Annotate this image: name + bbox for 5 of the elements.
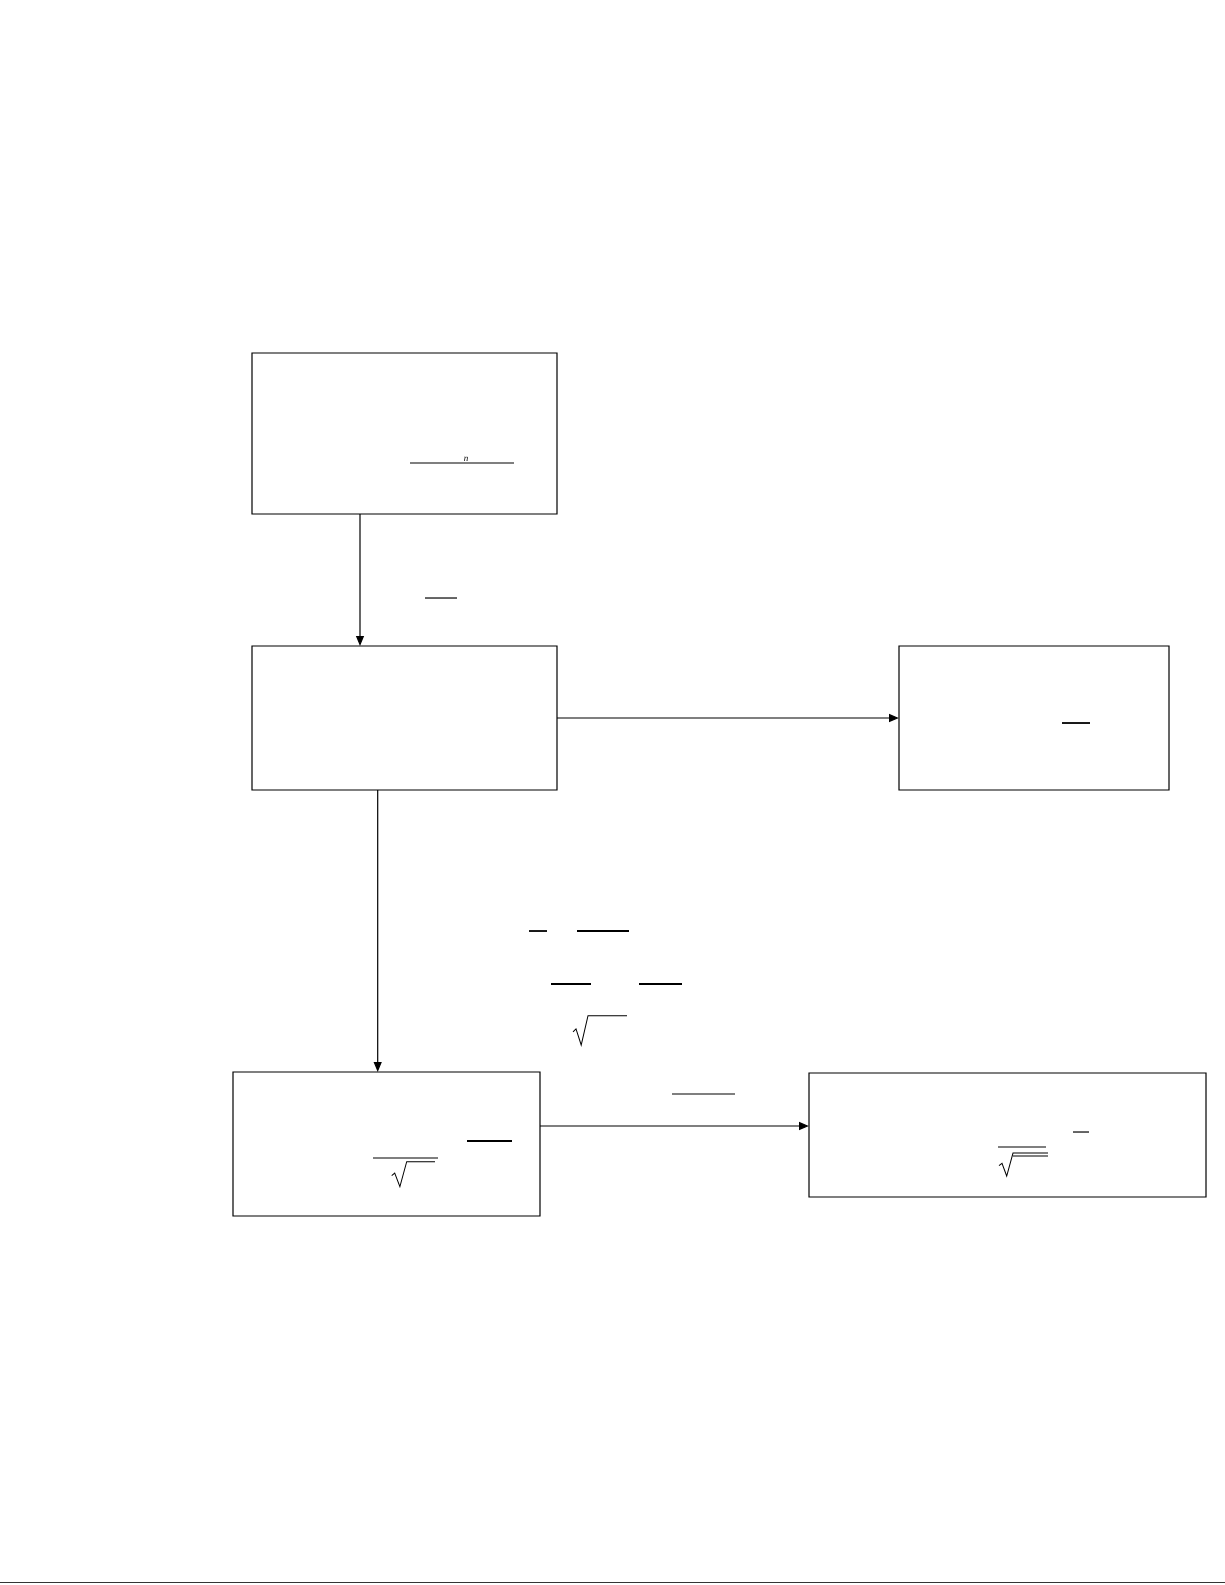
flowchart-box	[232, 1071, 541, 1217]
flowchart-box	[898, 645, 1170, 791]
flowchart-box	[251, 645, 558, 791]
flowchart-box	[808, 1072, 1207, 1198]
flowchart-box: n	[251, 352, 558, 515]
